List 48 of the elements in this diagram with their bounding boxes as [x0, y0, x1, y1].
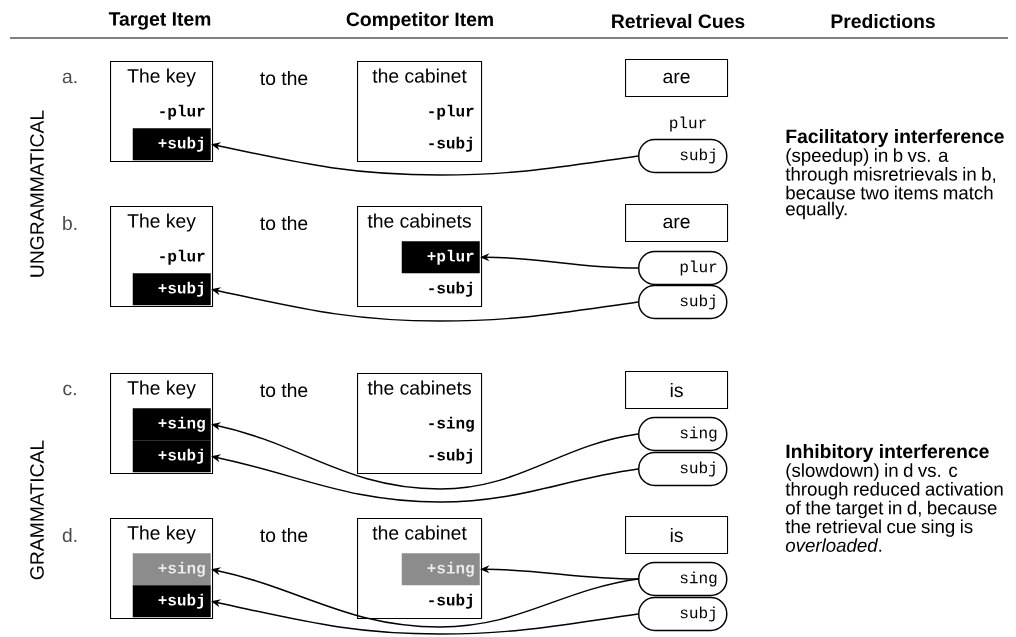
feature-text: -sing [429, 416, 474, 432]
cue-pill: subj [638, 451, 728, 487]
node-label: +sing [158, 416, 205, 432]
row-text: c. [63, 384, 76, 396]
feature-cell: +subj [132, 128, 211, 161]
feature-text: -plur [160, 249, 205, 265]
cue-pill: subj [638, 596, 728, 632]
prediction-text: (slowdown) in d vs. c through reduced activation of the target in d, because the retrieval cue sing is overloaded. [785, 463, 1003, 552]
feature-text: -plur [429, 104, 474, 120]
cue-pill: subj [638, 138, 728, 174]
verb-box: is [625, 371, 729, 410]
column-heading: Predictions [831, 13, 935, 29]
prediction-text: (speedup) in b vs. a through misretrievals in b, because two items match equally. [785, 148, 996, 220]
group-label: GRAMMATICAL [30, 440, 44, 580]
feature-cell: +subj [132, 273, 211, 306]
prediction-heading: Facilitatory interference [786, 129, 1004, 147]
feature-text: -subj [429, 281, 472, 297]
feature-cell: +sing [132, 553, 211, 586]
row-text: to the [260, 70, 308, 86]
row-text: d. [62, 527, 77, 543]
feature-text: -subj [429, 136, 472, 152]
cue-pill: plur [638, 250, 728, 286]
row-text: to the [260, 215, 308, 231]
feature-cell: +sing [401, 553, 480, 586]
column-heading: Target Item [108, 12, 211, 30]
feature-text: -plur [160, 104, 205, 120]
prediction-heading: Inhibitory interference [786, 444, 989, 462]
verb-box: is [625, 516, 729, 555]
group-label: UNGRAMMATICAL [30, 110, 44, 277]
verb-box: are [625, 204, 729, 243]
cue-pill: sing [638, 416, 728, 452]
row-text: to the [260, 382, 308, 398]
feature-cell: +sing [132, 408, 211, 441]
feature-cell: +subj [132, 440, 211, 473]
cue-pill: subj [638, 284, 728, 320]
cue-pill: sing [638, 561, 728, 597]
row-text: a. [62, 72, 77, 84]
feature-text: -subj [429, 448, 472, 464]
column-heading: Retrieval Cues [612, 13, 745, 29]
feature-text: -subj [429, 593, 472, 609]
verb-box: are [625, 59, 729, 98]
cue-text: plur [670, 116, 706, 132]
node-label: +subj [158, 448, 203, 464]
column-heading: Competitor Item [346, 12, 493, 30]
feature-cell: +subj [132, 585, 211, 618]
feature-cell: +plur [401, 241, 480, 274]
row-text: b. [63, 215, 77, 231]
row-text: to the [260, 527, 308, 543]
